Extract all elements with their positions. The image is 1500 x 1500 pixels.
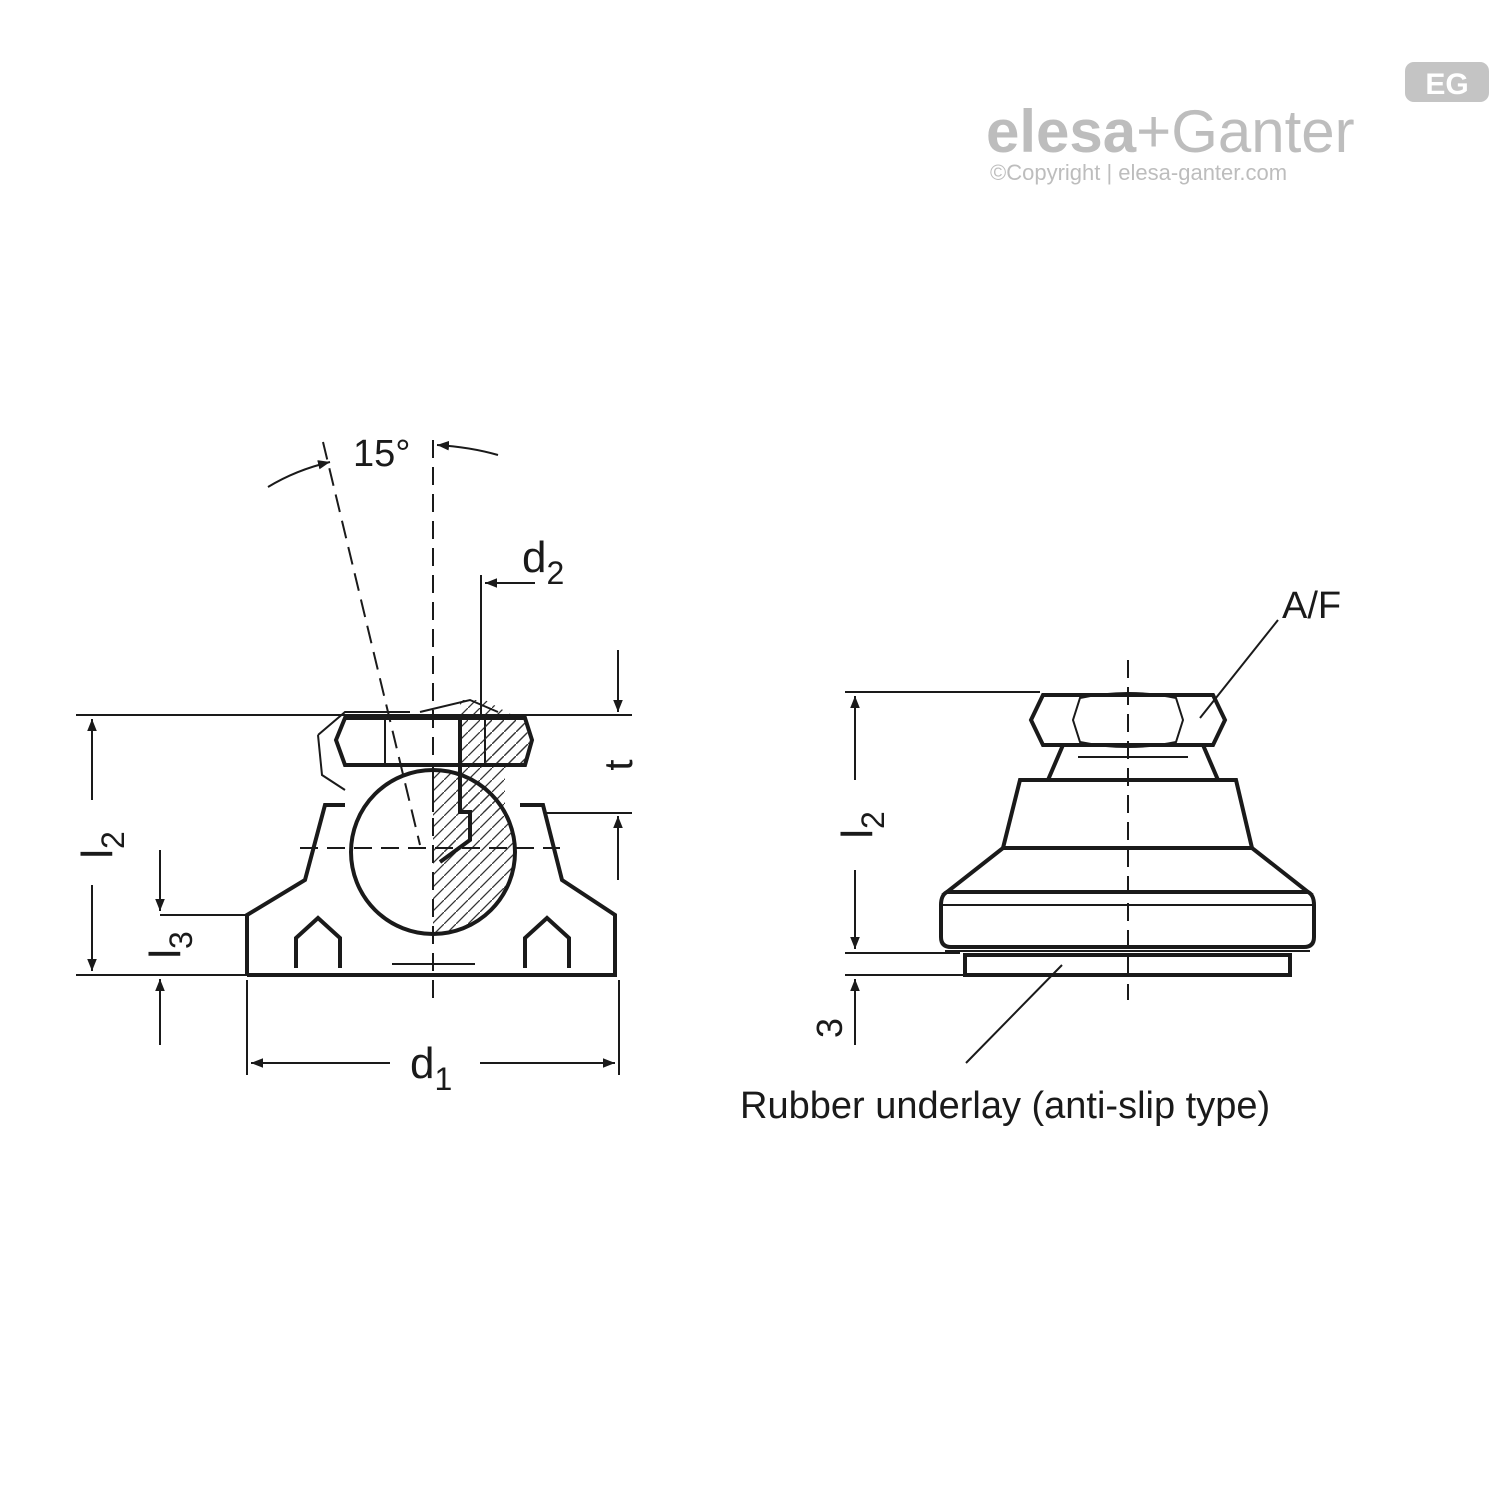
nut-hatch bbox=[485, 720, 530, 763]
brand-logo: EG elesa+Ganter ©Copyright | elesa-gante… bbox=[986, 62, 1489, 185]
af-label: A/F bbox=[1282, 585, 1341, 627]
angle-label: 15° bbox=[353, 433, 410, 475]
angle-arrow-right bbox=[436, 440, 499, 456]
angle-arrow-left bbox=[267, 460, 331, 488]
svg-text:d2: d2 bbox=[522, 533, 564, 591]
logo-ganter: Ganter bbox=[1171, 98, 1354, 165]
l3-subscript: 3 bbox=[163, 931, 199, 949]
side-hex-nut bbox=[1028, 693, 1228, 747]
svg-text:l2: l2 bbox=[833, 811, 891, 839]
af-leader bbox=[1199, 619, 1279, 719]
side-base-ring bbox=[939, 890, 1316, 949]
section-view: 15° d2 t l2 l3 d1 bbox=[73, 433, 641, 1097]
svg-text:l3: l3 bbox=[141, 931, 199, 959]
stud-slot bbox=[433, 716, 472, 864]
svg-text:elesa+Ganter: elesa+Ganter bbox=[986, 98, 1355, 165]
rubber-label: Rubber underlay (anti-slip type) bbox=[740, 1085, 1270, 1127]
logo-elesa: elesa bbox=[986, 98, 1137, 165]
base-outline-right bbox=[247, 803, 617, 977]
l3-label: l bbox=[141, 949, 190, 959]
base-outline-left bbox=[245, 803, 345, 975]
svg-text:l2: l2 bbox=[73, 831, 131, 859]
d2-label: d bbox=[522, 533, 546, 582]
tilted-nut-ghost-right bbox=[419, 698, 499, 713]
side-hex-nut-face bbox=[1071, 692, 1185, 748]
ball-outline-right bbox=[432, 768, 517, 936]
cavity-right bbox=[523, 915, 571, 968]
d1-label: d bbox=[410, 1039, 434, 1088]
side-l2-subscript: 2 bbox=[855, 811, 891, 829]
logo-plus: + bbox=[1136, 98, 1171, 165]
dim-3-label: 3 bbox=[809, 1018, 850, 1038]
tilted-nut-ghost-side bbox=[317, 734, 346, 791]
t-label: t bbox=[597, 759, 641, 770]
copyright-text: ©Copyright | elesa-ganter.com bbox=[990, 160, 1287, 185]
cavity-left bbox=[294, 915, 342, 968]
svg-text:d1: d1 bbox=[410, 1039, 452, 1097]
hex-nut bbox=[333, 716, 535, 767]
l2-label: l bbox=[73, 849, 122, 859]
side-neck bbox=[1044, 744, 1222, 782]
d2-subscript: 2 bbox=[546, 555, 564, 591]
l2-subscript: 2 bbox=[95, 831, 131, 849]
ball-outline-left bbox=[349, 768, 434, 936]
side-l2-label: l bbox=[833, 829, 882, 839]
centerline-tilted bbox=[322, 441, 421, 846]
logo-badge-background bbox=[1405, 62, 1489, 102]
d1-subscript: 1 bbox=[434, 1061, 452, 1097]
rubber-leader bbox=[965, 964, 1063, 1064]
side-view: l2 3 A/F Rubber underlay (anti-slip type… bbox=[740, 585, 1341, 1127]
logo-badge-text: EG bbox=[1425, 68, 1468, 101]
